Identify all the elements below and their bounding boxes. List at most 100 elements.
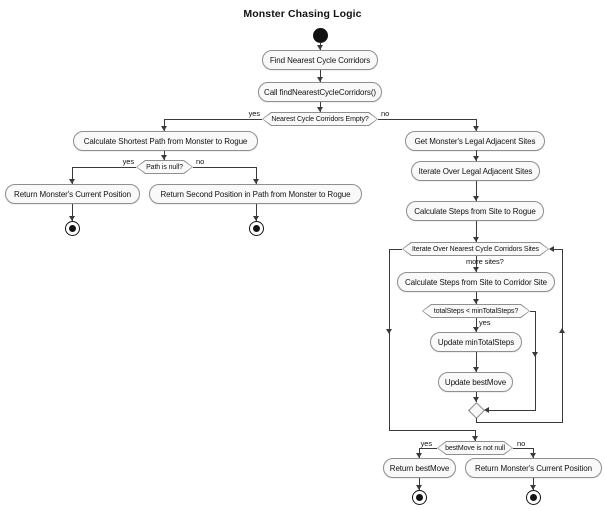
end-node-dot <box>530 494 537 501</box>
edge-segment <box>476 318 477 332</box>
activity-return-second-position: Return Second Position in Path from Mons… <box>149 184 362 204</box>
edge-label-yes: yes <box>248 109 260 118</box>
arrowhead-down <box>386 329 392 334</box>
edge-segment <box>476 292 477 304</box>
edge-segment <box>476 256 477 272</box>
activity-calc-steps-corridor: Calculate Steps from Site to Corridor Si… <box>397 272 555 292</box>
arrowhead-down <box>317 45 323 50</box>
edge-segment <box>193 167 256 168</box>
end-node <box>526 490 541 505</box>
edge-segment <box>389 249 402 250</box>
activity-return-monster-position-left: Return Monster's Current Position <box>5 184 140 204</box>
diagram-title: Monster Chasing Logic <box>243 8 362 20</box>
arrowhead-left <box>549 246 554 252</box>
decision-fill <box>423 305 529 317</box>
decision-fill <box>263 113 377 125</box>
arrowhead-down <box>532 352 538 357</box>
arrowhead-down <box>473 126 479 131</box>
decision-fill <box>403 243 548 255</box>
edge-segment <box>476 422 563 423</box>
edge-segment <box>419 478 420 490</box>
edge-segment <box>72 167 136 168</box>
arrowhead-down <box>473 237 479 242</box>
decision-path-null: Path is null? <box>136 160 193 174</box>
edge-segment <box>476 352 477 372</box>
decision-total-steps: totalSteps < minTotalSteps? <box>422 304 530 318</box>
edge-segment <box>476 221 477 242</box>
activity-update-best-move: Update bestMove <box>438 372 513 392</box>
edge-segment <box>389 249 390 431</box>
edge-segment <box>476 150 477 161</box>
arrowhead-down <box>416 453 422 458</box>
edge-segment <box>476 418 477 423</box>
merge-fill <box>469 403 484 418</box>
decision-fill <box>438 442 512 454</box>
arrowhead-down <box>473 299 479 304</box>
edge-label-no: no <box>196 157 205 166</box>
edge-segment <box>164 119 262 120</box>
edge-segment <box>476 181 477 201</box>
arrowhead-down <box>473 327 479 332</box>
edge-label-yes: yes <box>479 318 491 327</box>
edge-segment <box>72 204 73 221</box>
activity-return-best-move: Return bestMove <box>383 458 456 478</box>
decision-fill <box>137 161 192 173</box>
activity-call-find-nearest: Call findNearestCycleCorridors() <box>258 82 382 102</box>
edge-segment <box>550 249 562 250</box>
arrowhead-down <box>161 155 167 160</box>
end-node <box>249 221 264 236</box>
edge-segment <box>533 478 534 490</box>
arrowhead-down <box>473 156 479 161</box>
edge-label-yes: yes <box>122 157 134 166</box>
decision-best-move: bestMove is not null <box>437 441 513 455</box>
edge-segment <box>419 448 437 449</box>
activity-update-min-total-steps: Update minTotalSteps <box>430 332 522 352</box>
arrowhead-down <box>317 77 323 82</box>
edge-segment <box>256 204 257 221</box>
edge-segment <box>389 430 476 431</box>
arrowhead-down <box>69 216 75 221</box>
edge-segment <box>256 167 257 184</box>
activity-get-legal-sites: Get Monster's Legal Adjacent Sites <box>405 131 545 151</box>
arrowhead-down <box>473 397 479 402</box>
end-node-dot <box>416 494 423 501</box>
arrowhead-down <box>530 453 536 458</box>
edge-segment <box>320 70 321 82</box>
edge-segment <box>488 410 536 411</box>
end-node <box>412 490 427 505</box>
activity-iterate-legal-sites: Iterate Over Legal Adjacent Sites <box>411 161 540 181</box>
decision-label: Path is null? <box>146 163 183 171</box>
edge-label-more-sites: more sites? <box>466 257 504 266</box>
end-node-dot <box>253 225 260 232</box>
arrowhead-down <box>416 485 422 490</box>
arrowhead-down <box>69 179 75 184</box>
edge-segment <box>562 249 563 423</box>
activity-calc-steps-rogue: Calculate Steps from Site to Rogue <box>406 201 544 221</box>
arrowhead-left <box>484 407 489 413</box>
loop-iterate-corridor-sites: Iterate Over Nearest Cycle Corridors Sit… <box>402 242 549 256</box>
start-node <box>313 28 328 43</box>
edge-segment <box>535 311 536 410</box>
decision-label: bestMove is not null <box>445 444 505 452</box>
edge-segment <box>164 119 165 131</box>
arrowhead-down <box>317 107 323 112</box>
end-node-dot <box>69 225 76 232</box>
edge-label-no: no <box>381 109 390 118</box>
edge-segment <box>475 430 476 441</box>
edge-segment <box>513 448 533 449</box>
arrowhead-down <box>473 267 479 272</box>
arrowhead-down <box>253 179 259 184</box>
merge-diamond <box>468 402 485 419</box>
decision-label: Iterate Over Nearest Cycle Corridors Sit… <box>412 245 539 253</box>
decision-corridors-empty: Nearest Cycle Corridors Empty? <box>262 112 378 126</box>
arrowhead-down <box>473 367 479 372</box>
arrowhead-down <box>161 126 167 131</box>
end-node <box>65 221 80 236</box>
activity-return-monster-position-right: Return Monster's Current Position <box>465 458 602 478</box>
activity-find-nearest-corridors: Find Nearest Cycle Corridors <box>262 50 378 70</box>
arrowhead-down <box>473 196 479 201</box>
edge-segment <box>378 119 476 120</box>
edge-label-no: no <box>517 439 526 448</box>
arrowhead-down <box>253 216 259 221</box>
